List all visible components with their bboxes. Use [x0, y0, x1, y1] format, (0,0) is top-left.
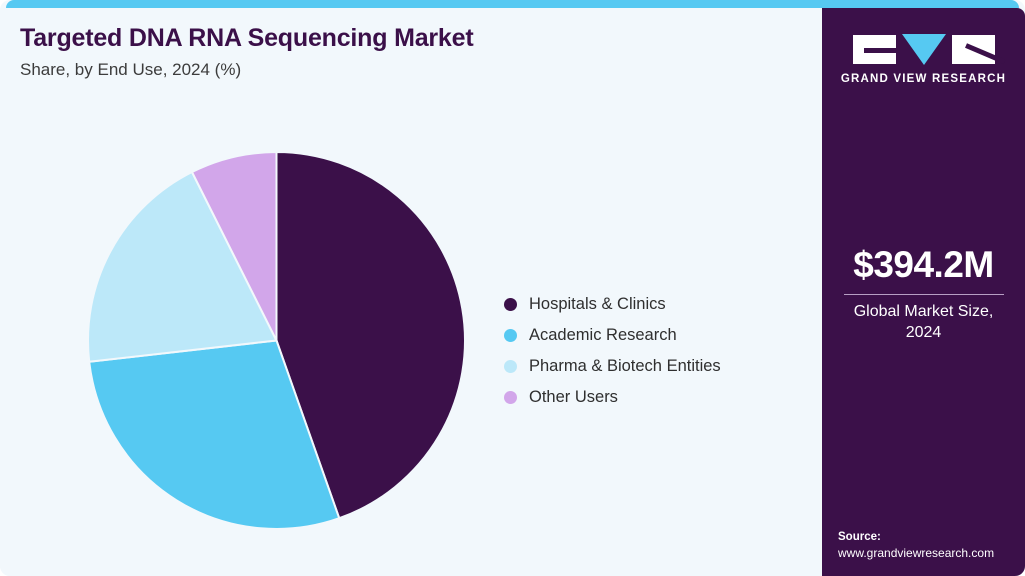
legend-swatch-icon: [504, 298, 517, 311]
legend-label: Academic Research: [529, 326, 677, 344]
pie-slice[interactable]: [88, 170, 279, 363]
legend-swatch-icon: [504, 360, 517, 373]
logo-g-icon: [852, 34, 896, 64]
legend-swatch-icon: [504, 391, 517, 404]
page-title: Targeted DNA RNA Sequencing Market: [20, 24, 474, 52]
market-size-caption: Global Market Size, 2024: [853, 303, 994, 341]
legend-item[interactable]: Hospitals & Clinics: [504, 289, 721, 320]
chart-pane: Targeted DNA RNA Sequencing Market Share…: [0, 8, 822, 576]
legend-label: Other Users: [529, 388, 618, 406]
logo-marks: [822, 33, 1025, 65]
pie-slice[interactable]: [190, 152, 278, 341]
source-url[interactable]: www.grandviewresearch.com: [838, 546, 995, 560]
pie-slice[interactable]: [275, 152, 465, 520]
pie-chart-svg: [88, 152, 465, 529]
source-label: Source:: [838, 531, 881, 543]
pie-slice[interactable]: [88, 339, 341, 529]
page-subtitle: Share, by End Use, 2024 (%): [20, 60, 242, 79]
top-accent-bar: [6, 0, 1019, 8]
market-size-value: $394.2M: [853, 244, 994, 285]
legend-swatch-icon: [504, 329, 517, 342]
pie-chart: [88, 152, 465, 529]
legend-label: Pharma & Biotech Entities: [529, 357, 721, 375]
market-size-block: $394.2M Global Market Size, 2024: [822, 244, 1025, 344]
brand-logo: GRAND VIEW RESEARCH: [822, 33, 1025, 85]
legend-label: Hospitals & Clinics: [529, 295, 666, 313]
legend-item[interactable]: Academic Research: [504, 320, 721, 351]
brand-wordmark: GRAND VIEW RESEARCH: [840, 73, 1007, 85]
title-block: Targeted DNA RNA Sequencing Market Share…: [20, 24, 474, 80]
brand-panel: GRAND VIEW RESEARCH $394.2M Global Marke…: [822, 8, 1025, 576]
legend-item[interactable]: Other Users: [504, 382, 721, 413]
source-block: Source: www.grandviewresearch.com: [838, 531, 994, 560]
logo-r-icon: [951, 34, 995, 64]
legend-item[interactable]: Pharma & Biotech Entities: [504, 351, 721, 382]
logo-v-triangle-icon: [901, 33, 946, 65]
divider: [843, 294, 1004, 295]
